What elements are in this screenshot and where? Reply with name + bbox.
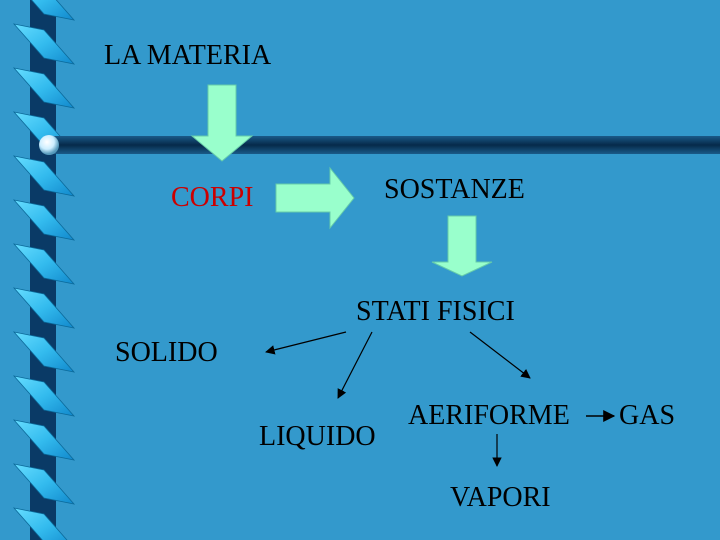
ribbon-segment — [12, 375, 76, 417]
label-corpi: CORPI — [171, 182, 254, 213]
label-aeriforme: AERIFORME — [408, 400, 570, 431]
ribbon-segment — [12, 507, 68, 540]
label-liquido: LIQUIDO — [259, 421, 376, 452]
bullet-ball-icon — [39, 135, 59, 155]
ribbon-segment — [12, 199, 76, 241]
ribbon-segment — [12, 243, 76, 285]
ribbon-segment — [12, 287, 76, 329]
ribbon-segment — [12, 23, 76, 65]
block-arrow-icon — [275, 166, 355, 230]
ribbon-segment — [31, 0, 76, 21]
ribbon-segments — [12, 0, 76, 540]
block-arrow-icon — [431, 215, 493, 277]
ribbon-segment — [12, 67, 76, 109]
label-vapori: VAPORI — [450, 482, 551, 513]
ribbon-segment — [12, 419, 76, 461]
ribbon-segment — [12, 155, 76, 197]
line-arrow-icon — [337, 331, 373, 399]
title-la-materia: LA MATERIA — [104, 40, 272, 71]
block-arrow-icon — [190, 84, 254, 162]
label-stati-fisici: STATI FISICI — [356, 296, 515, 327]
label-sostanze: SOSTANZE — [384, 174, 525, 205]
line-arrow-icon — [469, 331, 531, 379]
label-gas: GAS — [619, 400, 676, 431]
line-arrow-icon — [265, 331, 347, 355]
label-solido: SOLIDO — [115, 337, 218, 368]
ribbon-segment — [12, 463, 76, 505]
ribbon-segment — [12, 331, 76, 373]
